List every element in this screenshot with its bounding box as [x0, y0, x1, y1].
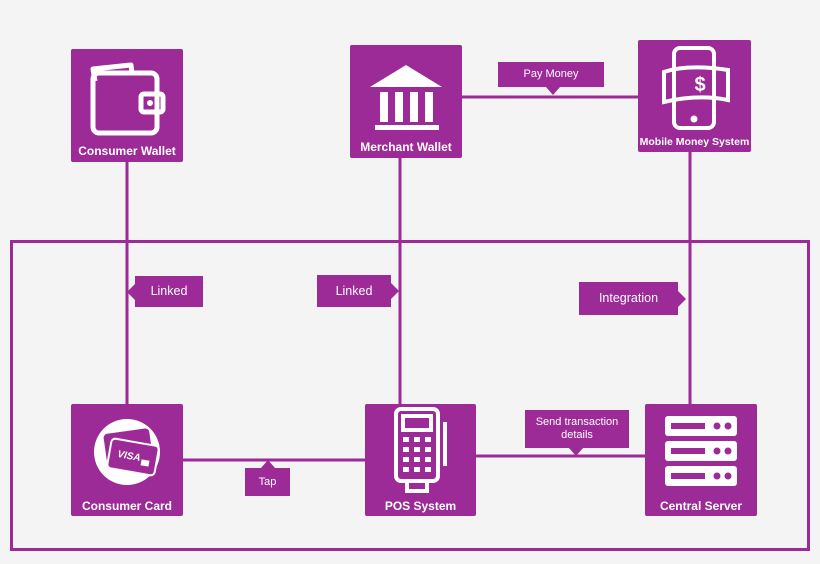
pos-terminal-icon	[394, 407, 447, 493]
tap-tag: Tap	[245, 468, 290, 496]
central-server-label: Central Server	[659, 499, 743, 513]
consumer-card-node: VISA Consumer Card	[71, 404, 183, 516]
linked-consumer-arrow	[127, 284, 135, 300]
server-icon	[665, 416, 737, 486]
tap-arrow	[261, 460, 275, 468]
consumer-wallet-label: Consumer Wallet	[78, 144, 176, 158]
merchant-wallet-label: Merchant Wallet	[360, 140, 452, 154]
svg-text:$: $	[694, 74, 705, 96]
linked-merchant-tag: Linked	[317, 275, 391, 307]
central-server-node: Central Server	[645, 404, 757, 516]
mobile-money-label: Mobile Money System	[639, 136, 750, 148]
merchant-wallet-node: Merchant Wallet	[350, 45, 462, 158]
bank-icon	[370, 65, 442, 130]
consumer-card-label: Consumer Card	[81, 499, 173, 513]
visa-card-icon: VISA	[94, 419, 160, 485]
pay-money-tag: Pay Money	[498, 62, 604, 87]
boundary-frame	[10, 240, 810, 551]
mobile-money-node: $ Mobile Money System	[638, 40, 751, 152]
integration-tag: Integration	[579, 282, 678, 315]
send-transaction-tag: Send transaction details	[525, 410, 629, 448]
integration-arrow	[678, 291, 686, 307]
linked-consumer-tag: Linked	[135, 276, 203, 307]
linked-merchant-arrow	[391, 283, 399, 299]
svg-text:VISA: VISA	[116, 449, 141, 464]
pos-system-label: POS System	[384, 499, 457, 513]
mobile-money-icon: $	[662, 46, 730, 130]
wallet-icon	[90, 62, 166, 136]
consumer-wallet-node: Consumer Wallet	[71, 49, 183, 162]
pay-money-arrow	[546, 87, 560, 95]
send-transaction-arrow	[569, 448, 583, 456]
pos-system-node: POS System	[365, 404, 476, 516]
